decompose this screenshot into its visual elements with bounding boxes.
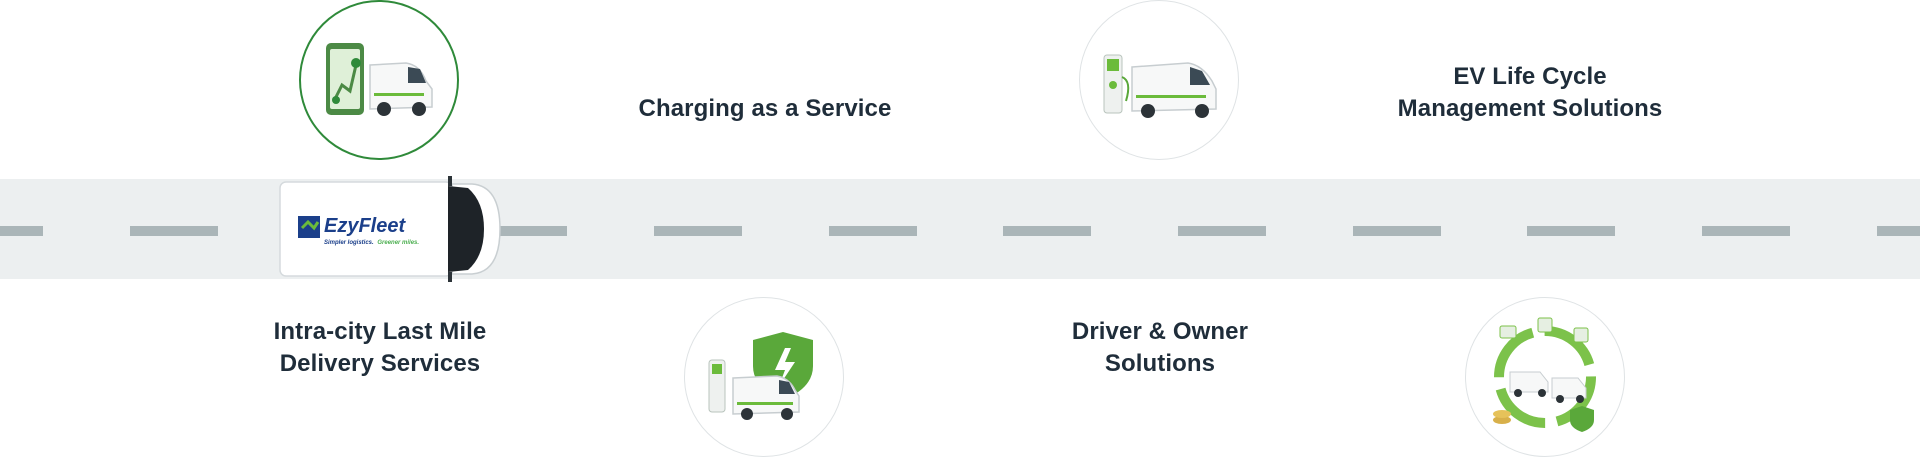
service-4-label-line-1: EV Life Cycle: [1453, 63, 1607, 90]
service-2-label-line-1: Charging as a Service: [638, 95, 892, 122]
road-dash: [1527, 226, 1615, 236]
charging-shield-van-icon: [708, 332, 813, 420]
road-dash: [479, 226, 567, 236]
ezyfleet-logo-icon: [298, 216, 320, 238]
road-dash: [1178, 226, 1266, 236]
service-3-label-line-1: Driver & Owner: [1071, 318, 1249, 345]
service-1-label-line-2: Delivery Services: [279, 350, 481, 377]
road-dash: [1877, 226, 1920, 236]
service-4-icon-circle[interactable]: [1465, 297, 1625, 457]
svg-text:Simpler logistics. Green: Simpler logistics. Greener miles.: [324, 240, 419, 246]
service-3-label-line-2: Solutions: [1104, 350, 1216, 377]
service-3-icon-circle[interactable]: [684, 297, 844, 457]
lifecycle-icon: [1493, 317, 1596, 432]
ezyfleet-brand-name: EzyFleet: [324, 215, 406, 237]
road-dash: [1353, 226, 1441, 236]
road-dash: [654, 226, 742, 236]
service-2-icon-circle[interactable]: [1079, 0, 1239, 160]
road-dash: [130, 226, 218, 236]
service-1-label[interactable]: Intra-city Last Mile Delivery Services: [230, 316, 530, 380]
road-dash: [829, 226, 917, 236]
road-dash: [0, 226, 43, 236]
service-1-label-line-1: Intra-city Last Mile: [273, 318, 487, 345]
charging-van-icon: [1103, 54, 1217, 118]
service-1-icon-circle[interactable]: [299, 0, 459, 160]
service-2-label[interactable]: Charging as a Service: [590, 93, 940, 125]
service-4-label[interactable]: EV Life Cycle Management Solutions: [1360, 61, 1700, 125]
ezyfleet-van-marker: EzyFleet Simpler logistics. Greener mile…: [278, 172, 504, 286]
road-dash: [1003, 226, 1091, 236]
road-dash: [1702, 226, 1790, 236]
service-4-label-line-2: Management Solutions: [1397, 95, 1663, 122]
map-van-icon: [326, 43, 433, 116]
ezyfleet-tagline-part-2: Greener miles.: [377, 240, 419, 246]
service-3-label[interactable]: Driver & Owner Solutions: [1010, 316, 1310, 380]
ezyfleet-tagline-part-1: Simpler logistics.: [324, 240, 374, 246]
